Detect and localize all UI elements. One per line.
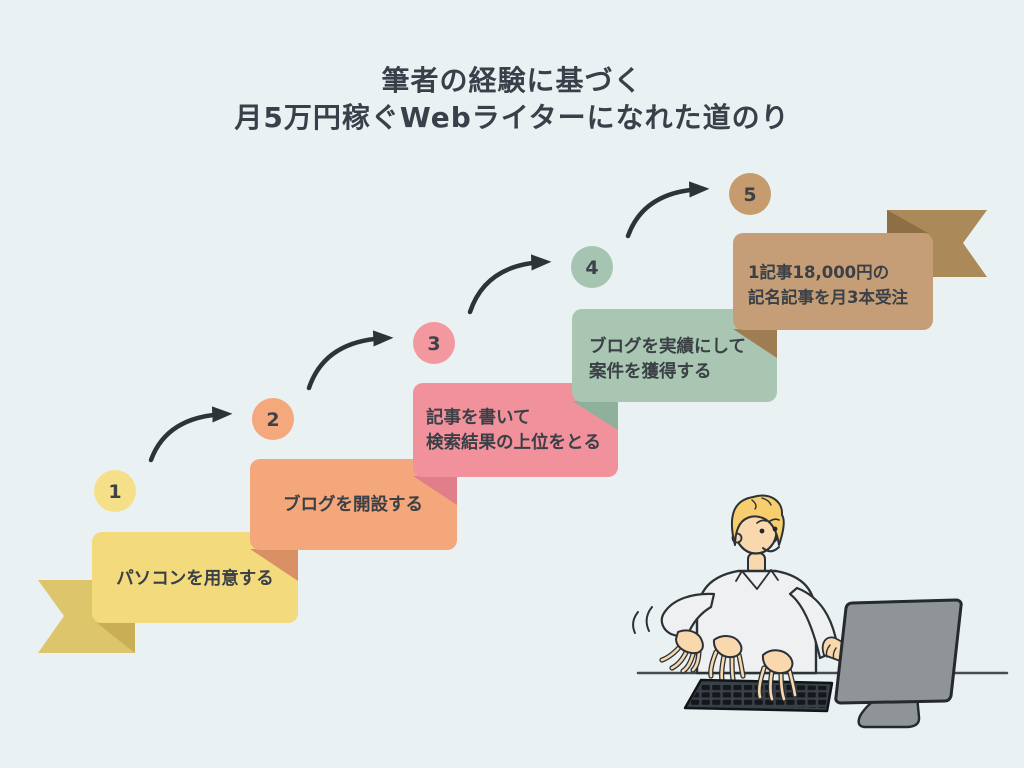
person-hair — [730, 494, 785, 546]
person-hair-strand — [751, 497, 772, 510]
person-left-arm — [660, 592, 716, 641]
step-2-label: ブログを開設する — [283, 494, 423, 515]
step-3-box — [413, 383, 618, 477]
step-5-circle — [729, 173, 771, 215]
arrow-4-to-5 — [625, 181, 710, 239]
arrow-2-to-3 — [306, 330, 394, 391]
arrow-1-to-2 — [148, 406, 233, 463]
step-4-label-line-1: ブログを実績にして — [589, 336, 746, 357]
step-3-label-line-2: 検索結果の上位をとる — [426, 432, 601, 453]
step-5-label-line-2: 記名記事を月3本受注 — [748, 287, 908, 307]
step-5-label-line-1: 1記事18,000円の — [748, 262, 889, 282]
left-ribbon-fold — [97, 623, 135, 653]
step-2-fold — [250, 549, 298, 581]
step-3-label-line-1: 記事を書いて — [426, 407, 530, 428]
person-typing-illustration — [632, 494, 1009, 729]
step-1-number: 1 — [108, 481, 121, 503]
step-5-number: 5 — [743, 184, 756, 206]
person-hanging-hand — [708, 635, 746, 683]
step-3-fold — [413, 476, 457, 505]
step-4-box — [572, 309, 777, 402]
step-1-box — [92, 532, 298, 623]
step-4-label-line-2: 案件を獲得する — [588, 361, 712, 382]
step-1-circle — [94, 470, 136, 512]
step-3-number: 3 — [427, 333, 440, 355]
step-5-fold — [733, 329, 777, 358]
title-line-1: 筆者の経験に基づく — [381, 64, 642, 97]
step-4-circle — [571, 246, 613, 288]
person-typing-hand — [756, 649, 798, 702]
person-collar — [735, 569, 779, 590]
right-ribbon-fold — [887, 210, 928, 233]
person-eye-left — [759, 528, 765, 534]
person-mouth — [762, 546, 780, 553]
person-raised-hand — [659, 629, 704, 674]
step-4-number: 4 — [585, 257, 598, 279]
step-5-box — [733, 233, 933, 330]
step-4-fold — [572, 401, 618, 430]
person-nose — [773, 535, 778, 543]
step-2-number: 2 — [266, 409, 279, 431]
step-2-circle — [252, 398, 294, 440]
person-eyebrows — [756, 518, 780, 524]
motion-lines-icon — [632, 606, 653, 634]
monitor-icon — [834, 598, 963, 705]
step-3-circle — [413, 322, 455, 364]
arrow-3-to-4 — [467, 254, 552, 315]
person-eye-right — [772, 526, 778, 532]
step-2-box — [250, 459, 457, 550]
title-line-2: 月5万円稼ぐWebライターになれた道のり — [233, 101, 789, 134]
step-1-label: パソコンを用意する — [116, 568, 274, 589]
